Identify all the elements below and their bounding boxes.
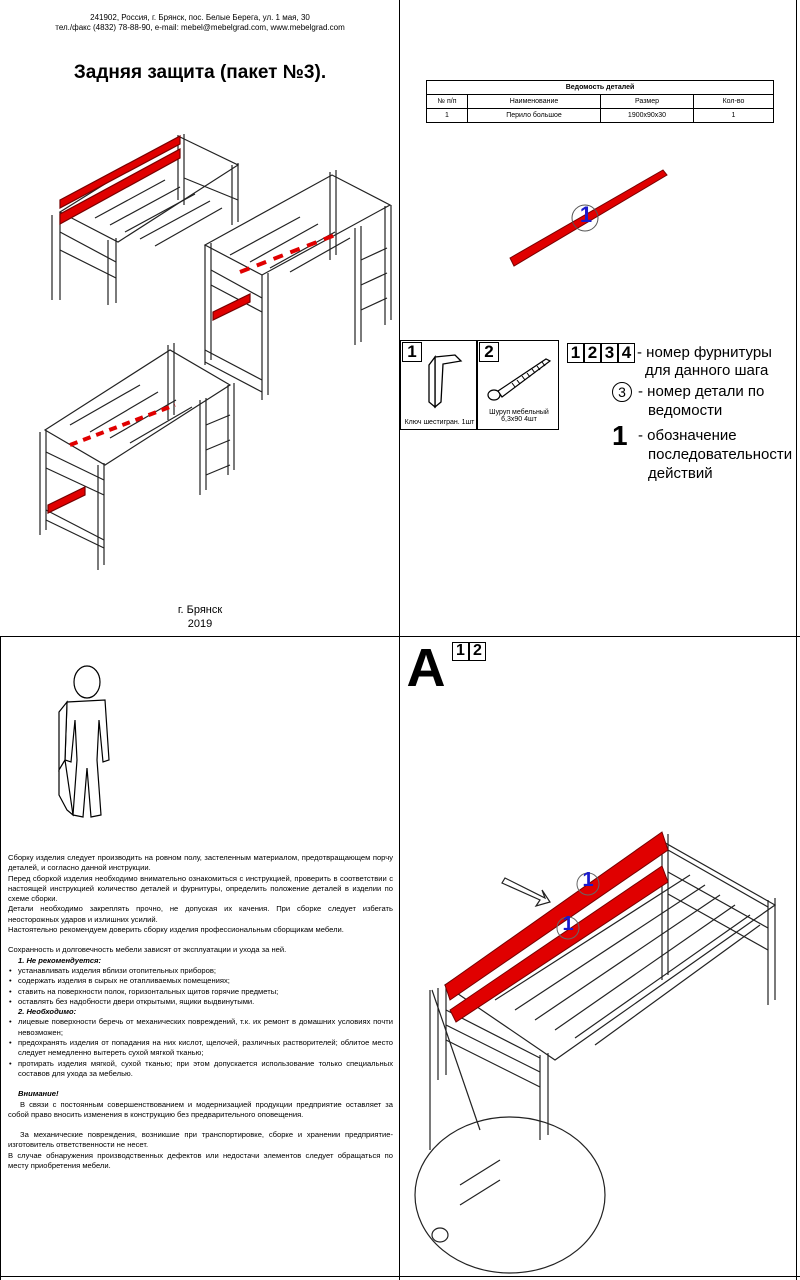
notes-paragraph: Сборку изделия следует производить на ро… <box>8 853 393 873</box>
notes-paragraph: Настоятельно рекомендуем доверить сборку… <box>8 925 344 935</box>
step-callout-1: 1 <box>582 869 594 891</box>
table-row: 1 Перило большое 1900x90x30 1 <box>426 108 774 123</box>
bed-2-rail-highlight <box>212 293 251 321</box>
step-hardware-box: 2 <box>469 642 486 661</box>
step-a-bed-illustration <box>414 831 777 1274</box>
border-left-bottom <box>0 637 1 1280</box>
table-cell: 1900x90x30 <box>600 108 694 123</box>
step-a-rail-1 <box>444 831 669 1001</box>
notes-heading: 1. Не рекомендуется: <box>18 955 102 965</box>
list-item: протирать изделия мягкой, сухой тканью; … <box>8 1059 393 1080</box>
step-a-rail-2 <box>449 865 669 1023</box>
legend-box: 3 <box>601 343 618 363</box>
bed-2-illustration <box>203 170 392 400</box>
parts-table: Ведомость деталей № п/п Наименование Раз… <box>426 80 774 123</box>
step-callout-2: 1 <box>562 913 574 935</box>
legend-circle-text-2: ведомости <box>648 402 723 419</box>
legend-bold-text-2: последовательности <box>648 446 793 463</box>
legend-box: 1 <box>567 343 584 363</box>
list-item: содержать изделия в сырых не отапливаемы… <box>8 976 393 987</box>
bed-illustrations <box>39 134 392 570</box>
parts-table-caption: Ведомость деталей <box>426 80 774 95</box>
attention-title: Внимание! <box>18 1089 59 1099</box>
notes-paragraph: В связи с постоянным совершенствованием … <box>8 1099 393 1119</box>
table-cell: 1 <box>426 108 468 123</box>
hardware-number: 2 <box>479 342 499 362</box>
part-callout-number: 1 <box>579 202 593 227</box>
hardware-item-2: 2 Шуруп мебельный 6,3x90 4шт <box>477 340 559 430</box>
step-hardware-box: 1 <box>452 642 469 661</box>
list-item: оставлять без надобности двери открытыми… <box>8 997 393 1008</box>
list-item: ставить на поверхности полок, горизонтал… <box>8 987 393 998</box>
table-header-row: № п/п Наименование Размер Кол-во <box>426 94 774 109</box>
table-cell: 1 <box>693 108 774 123</box>
bed-3-illustration <box>39 343 235 570</box>
cover-page: 241902, Россия, г. Брянск, пос. Белые Бе… <box>0 0 399 636</box>
list-item: устанавливать изделия вблизи отопительны… <box>8 966 393 977</box>
divider-vertical <box>399 0 400 1280</box>
list-item: лицевые поверхности беречь от механическ… <box>8 1017 393 1038</box>
table-cell: Перило большое <box>467 108 601 123</box>
column-header: № п/п <box>426 94 468 109</box>
legend-circle-text-1: - номер детали по <box>638 383 765 400</box>
address-line-2: тел./факс (4832) 78-88-90, e-mail: mebel… <box>55 23 345 32</box>
page-title: Задняя защита (пакет №3). <box>73 62 327 83</box>
column-header: Размер <box>600 94 694 109</box>
year-label: 2019 <box>187 618 213 630</box>
hardware-label: Ключ шестигран. 1шт <box>404 419 475 426</box>
city-label: г. Брянск <box>177 604 223 616</box>
column-header: Наименование <box>467 94 601 109</box>
legend-boxes-text-2: для данного шага <box>645 362 769 379</box>
list-item: предохранять изделия от попадания на них… <box>8 1038 393 1059</box>
border-right <box>796 0 797 1280</box>
notes-text: Сборку изделия следует производить на ро… <box>8 853 393 1171</box>
bed-1-illustration <box>51 134 240 305</box>
hardware-number: 1 <box>402 342 422 362</box>
notes-paragraph: Детали необходимо закреплять прочно, не … <box>8 904 393 924</box>
hardware-item-1: 1 Ключ шестигран. 1шт <box>400 340 477 430</box>
notes-paragraph: В случае обнаружения производственных де… <box>8 1150 393 1171</box>
address-line-1: 241902, Россия, г. Брянск, пос. Белые Бе… <box>90 13 310 22</box>
person-figure-icon <box>58 665 110 818</box>
rail-part-illustration <box>509 169 668 267</box>
notes-paragraph: Сохранность и долговечность мебели завис… <box>8 945 287 955</box>
notes-heading: 2. Необходимо: <box>18 1007 77 1017</box>
legend-bold-text-3: действий <box>648 465 713 482</box>
legend-circle: 3 <box>612 382 632 402</box>
legend-box: 2 <box>584 343 601 363</box>
bed-1-rail-highlight-2 <box>59 135 181 209</box>
notes-paragraph: За механические повреждения, возникшие п… <box>8 1130 393 1150</box>
legend-bold-text-1: - обозначение <box>638 427 737 444</box>
legend-box: 4 <box>618 343 635 363</box>
bed-3-rail-highlight <box>47 486 86 514</box>
bed-3-dashed-highlight <box>69 403 176 447</box>
bed-1-rail-highlight <box>59 147 181 226</box>
legend-bold-number: 1 <box>612 420 628 451</box>
step-letter: A <box>406 638 446 698</box>
column-header: Кол-во <box>693 94 774 109</box>
hardware-label: Шуруп мебельный 6,3x90 4шт <box>489 409 549 423</box>
screw-icon <box>487 358 552 401</box>
notes-paragraph: Перед сборкой изделия необходимо внимате… <box>8 873 393 904</box>
legend-boxes-text-1: - номер фурнитуры <box>637 344 772 361</box>
hex-key-icon <box>428 354 463 409</box>
divider-horizontal <box>0 636 800 637</box>
border-bottom <box>0 1276 800 1277</box>
